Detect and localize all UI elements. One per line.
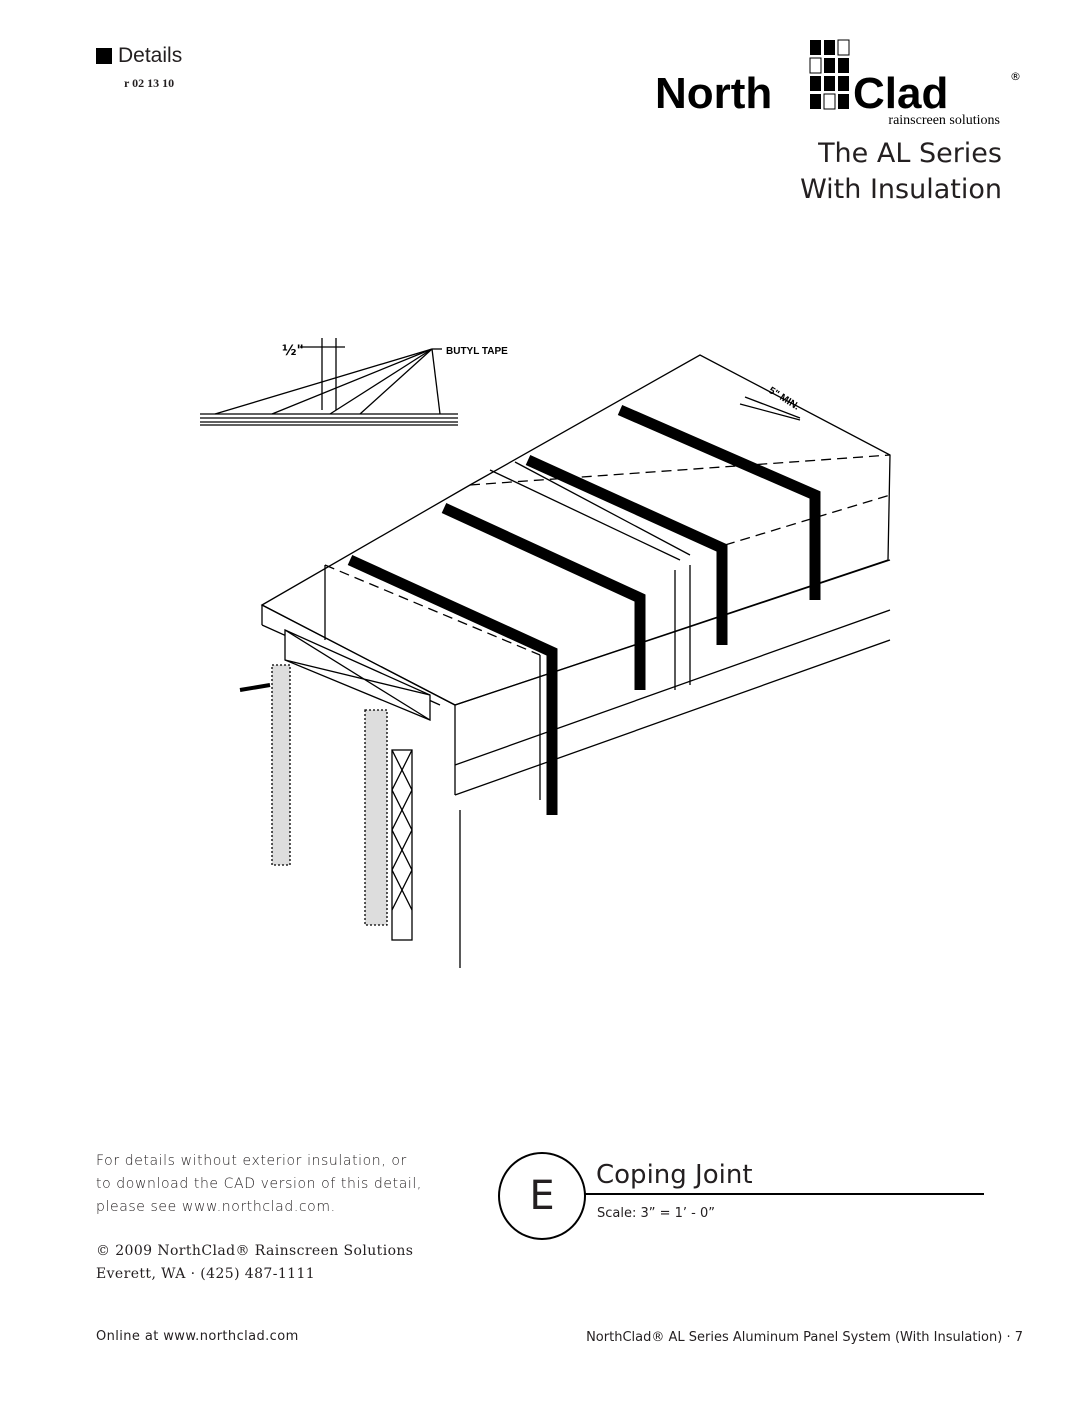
section-text: Details: [118, 44, 183, 67]
detail-rule: [580, 1193, 984, 1195]
square-bullet-icon: [96, 48, 112, 64]
northclad-logo: North Clad ® rainscreen solutions: [655, 39, 1021, 128]
straps: [347, 404, 821, 815]
detail-scale: Scale: 3” = 1’ - 0”: [597, 1206, 716, 1221]
footer-product: NorthClad® AL Series Aluminum Panel Syst…: [586, 1330, 1023, 1345]
title-line-2: With Insulation: [800, 174, 1002, 205]
section-label: Details: [96, 44, 182, 68]
logo-clad: Clad: [853, 69, 948, 118]
detail-title: Coping Joint: [596, 1160, 753, 1190]
title-line-1: The AL Series: [818, 138, 1002, 169]
note-line: For details without exterior insulation,…: [96, 1153, 407, 1169]
online-link[interactable]: Online at www.northclad.com: [96, 1329, 299, 1344]
note-line: to download the CAD version of this deta…: [96, 1176, 422, 1192]
logo-tagline: rainscreen solutions: [888, 113, 1000, 128]
half-inch-callout: ½": [282, 343, 304, 359]
cad-note: For details without exterior insulation,…: [96, 1150, 422, 1219]
wall-section: [239, 628, 431, 941]
butyl-tape-inset: ½" BUTYL TAPE: [200, 338, 508, 426]
logo-registered: ®: [1010, 70, 1021, 83]
logo-grid-icon: [809, 39, 850, 110]
note-line-link[interactable]: please see www.northclad.com.: [96, 1199, 336, 1215]
revision: r 02 13 10: [124, 76, 175, 90]
copyright-line: © 2009 NorthClad® Rainscreen Solutions: [96, 1243, 414, 1259]
address-line: Everett, WA · (425) 487-1111: [96, 1266, 316, 1282]
copyright: © 2009 NorthClad® Rainscreen Solutions E…: [96, 1240, 413, 1286]
butyl-tape-callout: BUTYL TAPE: [446, 346, 508, 357]
logo-north: North: [655, 69, 772, 118]
coping-joint-drawing: ½" BUTYL TAPE 5" MIN.: [200, 338, 891, 968]
detail-letter-badge: E: [498, 1152, 586, 1240]
